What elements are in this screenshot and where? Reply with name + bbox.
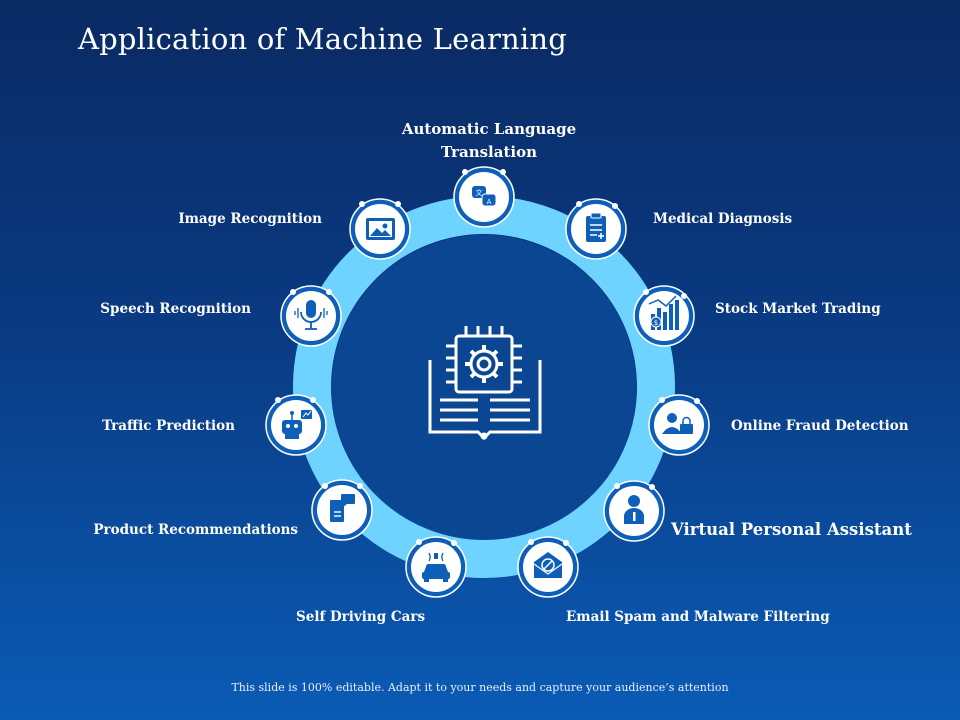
svg-text:文: 文 <box>476 188 483 197</box>
email-block-icon <box>533 552 563 578</box>
svg-text:$: $ <box>654 319 658 327</box>
node-traffic-prediction <box>265 394 327 456</box>
node-image-recognition <box>349 198 411 260</box>
node-medical-diagnosis <box>565 198 627 260</box>
ring-inner <box>332 235 636 539</box>
label-self-driving-cars: Self Driving Cars <box>296 609 426 625</box>
label-image-recognition: Image Recognition <box>178 211 322 227</box>
label-online-fraud-detection: Online Fraud Detection <box>731 418 909 434</box>
node-product-recommendations <box>311 479 373 541</box>
svg-text:A: A <box>487 198 492 206</box>
label-product-recommendations: Product Recommendations <box>93 522 298 538</box>
image-icon <box>366 218 395 240</box>
label-virtual-personal-assistant: Virtual Personal Assistant <box>671 520 912 539</box>
label-traffic-prediction: Traffic Prediction <box>102 418 235 434</box>
person-info-icon <box>624 495 644 524</box>
label-medical-diagnosis: Medical Diagnosis <box>653 211 793 227</box>
footer-note: This slide is 100% editable. Adapt it to… <box>231 681 729 694</box>
node-online-fraud-detection <box>648 394 710 456</box>
node-self-driving-cars <box>405 536 467 598</box>
fraud-user-lock-icon <box>662 413 693 434</box>
node-stock-market-trading: $ <box>633 285 695 347</box>
node-speech-recognition <box>280 285 342 347</box>
machine-learning-book-chip-icon <box>428 326 542 441</box>
clipboard-icon <box>586 212 606 242</box>
label-automatic-language-translation-line2: Translation <box>441 143 537 161</box>
robot-chart-icon <box>282 410 312 439</box>
label-speech-recognition: Speech Recognition <box>100 301 251 317</box>
slide-title: Application of Machine Learning <box>78 22 568 56</box>
node-automatic-language-translation: A 文 <box>453 166 515 228</box>
label-automatic-language-translation: Automatic Language Translation <box>402 118 576 164</box>
self-driving-car-icon <box>422 552 450 582</box>
label-stock-market-trading: Stock Market Trading <box>715 301 881 317</box>
stock-chart-icon: $ <box>648 295 679 330</box>
product-chat-icon <box>330 494 355 522</box>
translation-icon: A 文 <box>472 186 497 207</box>
label-automatic-language-translation-line1: Automatic Language <box>401 120 577 138</box>
microphone-icon <box>294 300 328 330</box>
node-email-spam-filtering <box>517 536 579 598</box>
node-virtual-personal-assistant <box>603 480 665 542</box>
label-email-spam-filtering: Email Spam and Malware Filtering <box>566 609 830 625</box>
